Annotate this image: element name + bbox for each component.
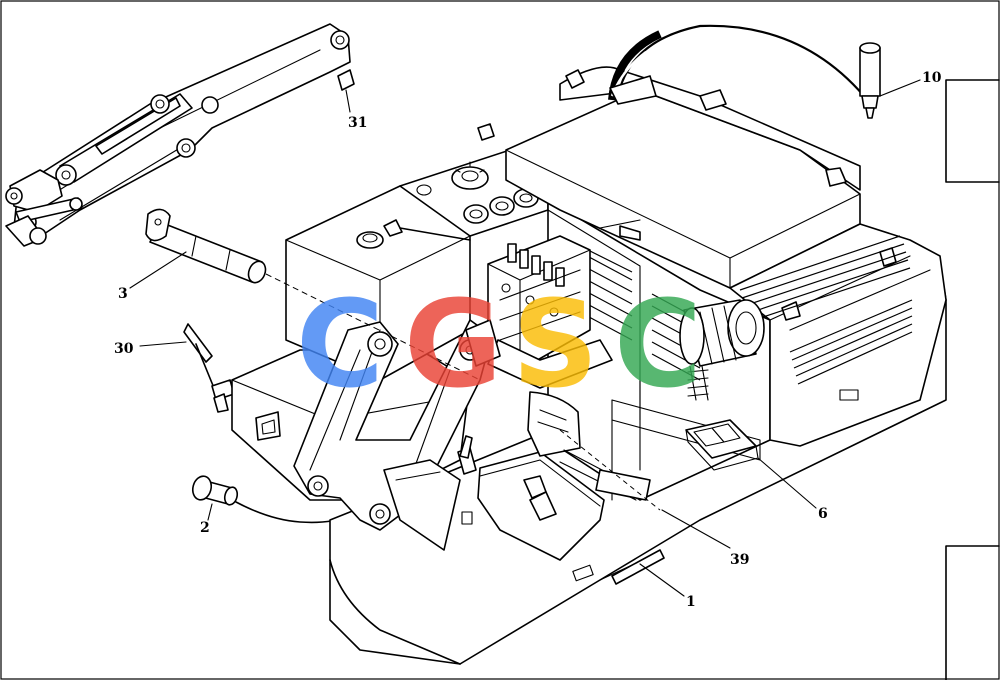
cab-floor [383, 391, 651, 561]
watermark-letter-c1: C [296, 276, 384, 415]
boom-bracket [293, 319, 501, 531]
label-part-30: 30 [114, 341, 134, 357]
watermark-letter-s: S [512, 276, 598, 415]
lever-part-30 [183, 323, 235, 413]
title-block-top [945, 79, 1000, 183]
battery-part-6 [685, 419, 759, 471]
watermark-letter-g: G [404, 276, 503, 415]
label-part-3: 3 [118, 286, 128, 302]
clip-part-31 [337, 69, 355, 91]
part-labels: 1 2 3 6 10 30 31 39 [114, 70, 942, 610]
boom-arm [5, 23, 355, 247]
air-filter [679, 299, 765, 401]
label-part-10: 10 [922, 70, 942, 86]
watermark-letter-c2: C [614, 276, 702, 415]
leader-lines [129, 79, 921, 597]
pin-part-2 [191, 475, 351, 524]
filter-part-10 [859, 42, 881, 119]
label-part-6: 6 [818, 506, 828, 522]
label-part-2: 2 [200, 520, 210, 536]
engine-grille-right [739, 235, 913, 385]
label-part-31: 31 [348, 115, 367, 131]
label-part-39: 39 [730, 552, 749, 568]
control-valve-block [487, 235, 613, 389]
top-hose [608, 24, 865, 105]
label-part-1: 1 [686, 594, 696, 610]
title-block-bottom [945, 545, 1000, 680]
pin-part-3 [145, 208, 267, 284]
cgsc-watermark-logo: C G S C [296, 276, 702, 415]
